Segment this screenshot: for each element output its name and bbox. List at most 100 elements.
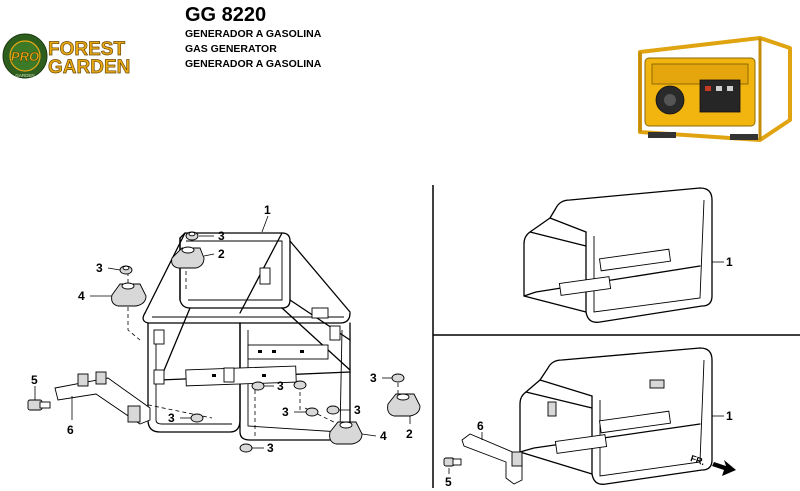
bolt-5-shank — [39, 401, 51, 409]
front-arrow-icon — [712, 460, 736, 476]
callout-4: 4 — [380, 429, 387, 443]
product-control-panel — [699, 79, 741, 113]
frame-bottom-base-rail — [519, 423, 701, 453]
frame-back-loop — [179, 232, 291, 309]
engine-mount-4-left — [111, 283, 147, 307]
handle-tab — [127, 405, 141, 423]
leader-line — [203, 253, 215, 257]
frame-bottom-outer — [539, 347, 713, 485]
engine-mount-2-boss — [396, 393, 410, 401]
mount-slot — [212, 374, 216, 377]
frame-base-rails — [159, 307, 351, 381]
brand-logo: PRO GARDEN FOREST GARDEN — [2, 33, 131, 79]
frame-side-rail — [529, 231, 587, 247]
frame-top-rail — [239, 232, 351, 314]
subtitle-line-1: GENERADOR A GASOLINA — [185, 28, 322, 40]
subtitle-line-2: GAS GENERATOR — [185, 43, 277, 55]
callout-3: 3 — [277, 379, 284, 393]
logo-badge-text: PRO — [11, 49, 39, 64]
frame-only-view: 1 — [523, 187, 733, 323]
frame-top-rail-left — [144, 232, 186, 314]
callout-1-frame: 1 — [264, 203, 271, 217]
callout-5: 5 — [445, 475, 452, 489]
assembly-line — [127, 272, 141, 341]
subtitle-line-3: GENERADOR A GASOLINA — [185, 58, 322, 70]
handle-tab — [77, 373, 89, 387]
frame-bracket — [547, 401, 557, 417]
frame-bottom-side — [519, 379, 593, 475]
leader-line — [261, 215, 269, 233]
front-direction-indicator: FR. — [689, 453, 736, 476]
logo-word-forest: FOREST — [48, 39, 125, 60]
callout-3: 3 — [96, 261, 103, 275]
engine-mount-4-boss — [121, 282, 135, 290]
frame-uprights — [179, 237, 351, 341]
header: GG 8220 GENERADOR A GASOLINA GAS GENERAT… — [185, 4, 322, 70]
product-foot — [648, 132, 676, 138]
frame-bracket — [311, 307, 329, 319]
product-engine-cover — [664, 94, 676, 106]
logo-word-garden: GARDEN — [48, 57, 130, 78]
frame-top-outer — [549, 187, 713, 323]
nut-3 — [190, 413, 204, 423]
callout-3: 3 — [370, 371, 377, 385]
main-exploded-view: 1 3 2 3 4 5 6 3 3 3 3 3 3 4 2 — [27, 203, 421, 455]
product-indicator — [705, 86, 711, 91]
frame-with-handle-view: FR. 1 6 5 — [443, 347, 736, 489]
callout-3: 3 — [267, 441, 274, 455]
callout-3: 3 — [168, 411, 175, 425]
frame-base-rail — [523, 265, 701, 297]
mount-slot — [258, 350, 262, 353]
product-socket — [727, 86, 733, 91]
engine-mount-4-boss — [339, 421, 353, 429]
callout-1-frame: 1 — [726, 409, 733, 423]
callout-3: 3 — [282, 405, 289, 419]
assembly-line — [99, 394, 213, 419]
product-foot — [730, 134, 758, 140]
nut-3 — [251, 381, 265, 391]
product-socket — [716, 86, 722, 91]
callout-6: 6 — [477, 419, 484, 433]
model-title: GG 8220 — [185, 4, 266, 26]
leader-line — [361, 433, 377, 437]
product-frame-uprights — [638, 38, 762, 140]
frame-handle-6 — [54, 377, 151, 425]
generator-product-image — [638, 36, 792, 142]
logo-ring-text: GARDEN — [15, 73, 34, 78]
frame-mount-plate — [554, 434, 608, 454]
frame-top-inner — [593, 199, 705, 313]
frame-side — [523, 217, 587, 313]
frame-bracket — [223, 367, 235, 383]
bolt-5 — [443, 457, 455, 467]
mount-slot — [262, 374, 266, 377]
callout-3: 3 — [354, 403, 361, 417]
frame-bracket — [329, 325, 341, 341]
frame-bracket — [649, 379, 665, 389]
frame-bottom-side-rail — [525, 391, 593, 409]
mount-plate-base — [185, 365, 297, 387]
nut-3 — [305, 407, 319, 417]
nut-3 — [391, 373, 405, 383]
frame-top-cross — [142, 312, 351, 324]
callout-3: 3 — [218, 229, 225, 243]
callout-5: 5 — [31, 373, 38, 387]
mount-slot — [272, 350, 276, 353]
nut-3 — [326, 405, 340, 415]
callout-1-frame: 1 — [726, 255, 733, 269]
mount-slot — [300, 350, 304, 353]
frame-bracket — [153, 369, 165, 385]
frame-handle-6 — [461, 433, 523, 485]
frame-back-loop-inner — [186, 240, 283, 301]
frame-mount-plate — [598, 248, 672, 272]
nut-3-top — [188, 231, 196, 237]
bolt-5-shank — [452, 458, 462, 466]
callout-2: 2 — [218, 247, 225, 261]
logo-badge-inner — [9, 40, 41, 72]
nut-3-top — [122, 265, 130, 271]
handle-tab — [511, 451, 523, 467]
engine-mount-2-upper — [171, 247, 205, 269]
frame-bracket — [153, 329, 165, 345]
frame-mount-plate — [598, 410, 672, 434]
callout-4: 4 — [78, 289, 85, 303]
